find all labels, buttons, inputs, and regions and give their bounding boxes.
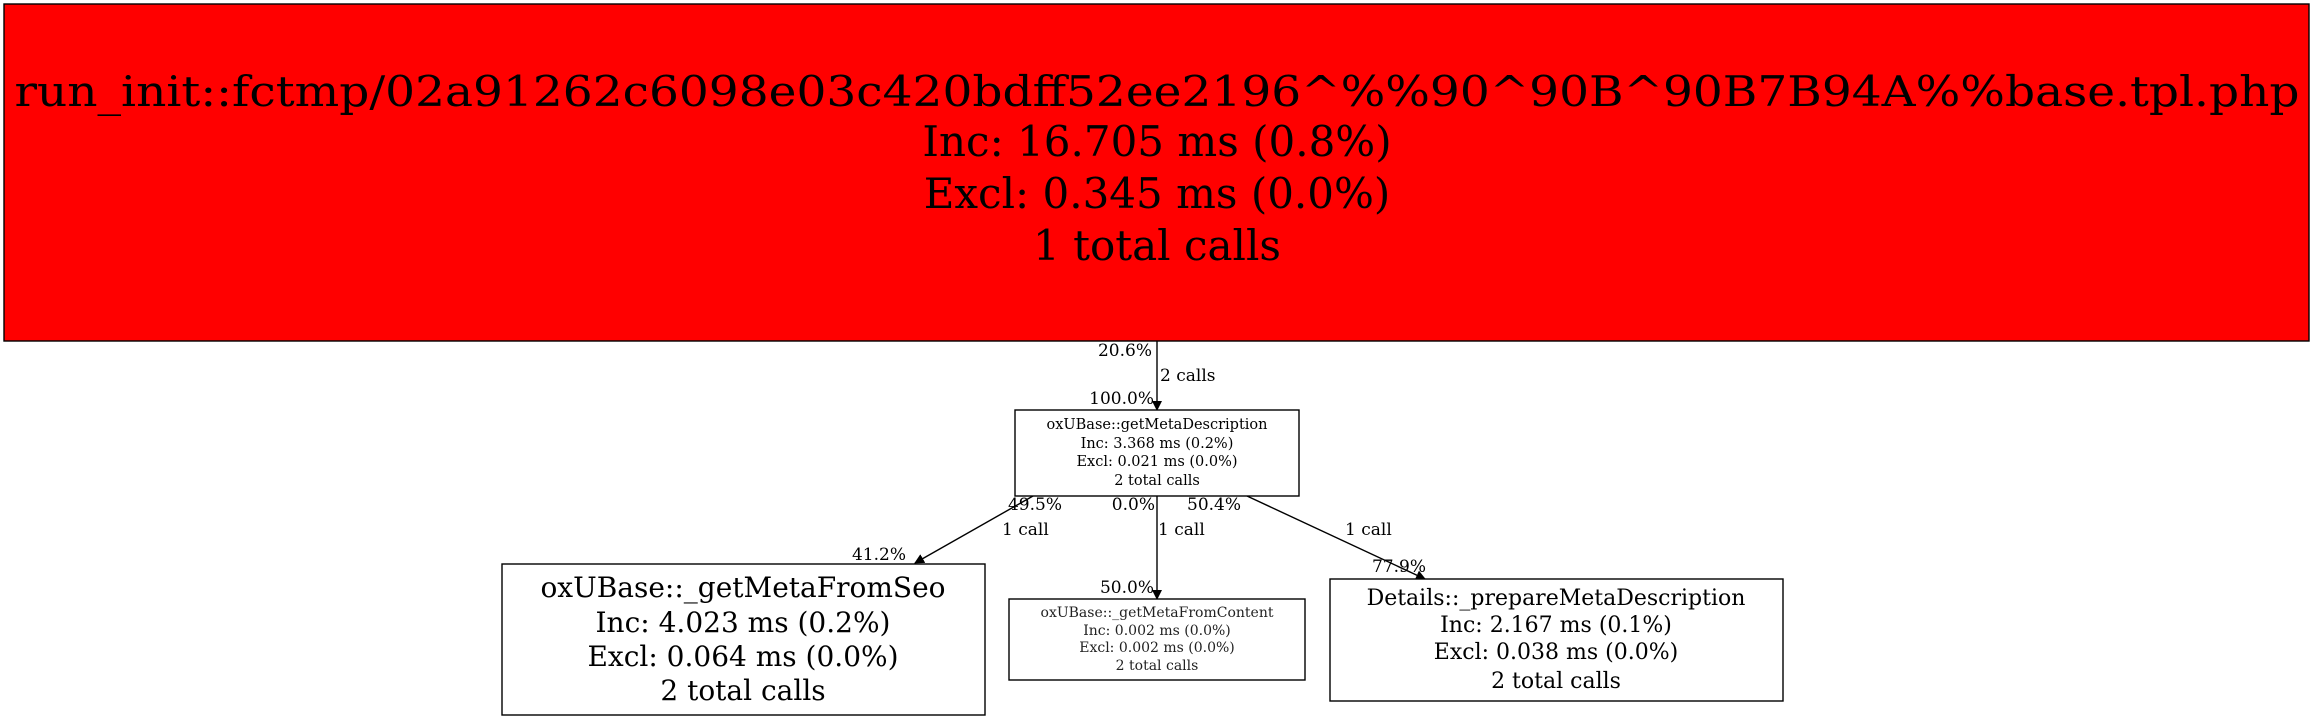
edge-calls-label: 2 calls — [1160, 366, 1215, 386]
edge-calls-label: 1 call — [1002, 520, 1049, 540]
edge-desc-to-content: 0.0% 1 call 50.0% — [1100, 495, 1205, 600]
edge-desc-to-prepare: 50.4% 1 call 77.9% — [1187, 495, 1426, 580]
node-name: Details::_prepareMetaDescription — [1367, 586, 1746, 611]
node-excl: Excl: 0.038 ms (0.0%) — [1434, 640, 1678, 665]
node-excl: Excl: 0.002 ms (0.0%) — [1079, 640, 1235, 656]
node-get-meta-from-seo[interactable]: oxUBase::_getMetaFromSeo Inc: 4.023 ms (… — [501, 563, 986, 716]
node-calls: 2 total calls — [1116, 658, 1199, 674]
node-excl: Excl: 0.064 ms (0.0%) — [587, 640, 898, 673]
node-name: oxUBase::_getMetaFromContent — [1041, 605, 1274, 621]
node-root-name: run_init::fctmp/02a91262c6098e03c420bdff… — [15, 67, 2300, 116]
node-excl: Excl: 0.021 ms (0.0%) — [1076, 454, 1237, 470]
node-inc: Inc: 4.023 ms (0.2%) — [596, 606, 891, 639]
node-name: oxUBase::_getMetaFromSeo — [540, 571, 945, 604]
node-root[interactable]: run_init::fctmp/02a91262c6098e03c420bdff… — [3, 3, 2310, 342]
node-box[interactable] — [1008, 598, 1306, 681]
node-calls: 2 total calls — [660, 674, 825, 707]
edge-desc-to-seo: 49.5% 1 call 41.2% — [852, 495, 1062, 565]
edge-head-label: 100.0% — [1089, 389, 1154, 409]
node-calls: 2 total calls — [1114, 473, 1200, 489]
edge-root-to-desc: 20.6% 2 calls 100.0% — [1089, 341, 1215, 411]
edge-head-label: 50.0% — [1100, 578, 1154, 598]
node-inc: Inc: 3.368 ms (0.2%) — [1081, 436, 1234, 452]
edge-calls-label: 1 call — [1345, 520, 1392, 540]
edge-head-label: 77.9% — [1372, 557, 1426, 577]
node-root-excl: Excl: 0.345 ms (0.0%) — [924, 169, 1391, 218]
edge-tail-label: 49.5% — [1008, 495, 1062, 515]
node-root-calls: 1 total calls — [1033, 221, 1281, 270]
node-root-inc: Inc: 16.705 ms (0.8%) — [922, 117, 1391, 166]
node-name: oxUBase::getMetaDescription — [1047, 417, 1268, 433]
node-get-meta-description[interactable]: oxUBase::getMetaDescription Inc: 3.368 m… — [1014, 409, 1300, 497]
node-box[interactable] — [1329, 578, 1784, 702]
node-get-meta-from-content[interactable]: oxUBase::_getMetaFromContent Inc: 0.002 … — [1008, 598, 1306, 681]
node-box[interactable] — [501, 563, 986, 716]
edge-line — [1246, 495, 1426, 580]
edge-tail-label: 20.6% — [1098, 341, 1152, 361]
node-root-box[interactable] — [3, 3, 2310, 342]
node-inc: Inc: 2.167 ms (0.1%) — [1440, 613, 1672, 638]
node-calls: 2 total calls — [1491, 669, 1621, 694]
edge-calls-label: 1 call — [1158, 520, 1205, 540]
node-inc: Inc: 0.002 ms (0.0%) — [1083, 623, 1231, 639]
edge-head-label: 41.2% — [852, 545, 906, 565]
edge-tail-label: 50.4% — [1187, 495, 1241, 515]
node-box[interactable] — [1014, 409, 1300, 497]
node-prepare-meta-description[interactable]: Details::_prepareMetaDescription Inc: 2.… — [1329, 578, 1784, 702]
edge-tail-label: 0.0% — [1112, 495, 1155, 515]
edge-line — [914, 495, 1034, 564]
